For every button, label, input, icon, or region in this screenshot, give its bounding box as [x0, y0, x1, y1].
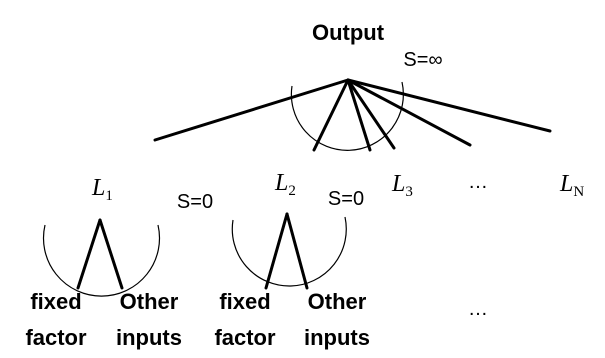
edge-l1-fixed [76, 218, 102, 290]
leaf-l1-other-line1: Other [120, 289, 179, 314]
root-s-label: S=∞ [403, 49, 442, 71]
leaf-l2-other-line1: Other [308, 289, 367, 314]
edge-root-ellipsis [346, 78, 472, 147]
edge-l2-other [285, 212, 309, 290]
root-label: Output [312, 20, 385, 45]
l2-s-label: S=0 [328, 188, 364, 210]
edge-l2-fixed [264, 212, 289, 290]
subtree-l2 [231, 212, 347, 290]
node-ellipsis: … [468, 171, 488, 193]
edge-root-l3 [346, 78, 396, 150]
subtree-l1 [42, 218, 161, 297]
leaf-l1-other-line2: inputs [116, 325, 182, 350]
leaf-l2-fixed-line2: factor [214, 325, 276, 350]
node-l1: L1 [91, 175, 113, 204]
root-s-arc [290, 81, 404, 151]
edge-root-ln [346, 78, 552, 133]
bottom-ellipsis: … [468, 298, 488, 320]
leaf-l2-fixed-line1: fixed [219, 289, 270, 314]
leaf-l1-fixed-line2: factor [25, 325, 87, 350]
l2-s-arc [231, 216, 347, 287]
l1-s-label: S=0 [177, 191, 213, 213]
leaf-l2-other-line2: inputs [304, 325, 370, 350]
node-l2: L2 [274, 170, 296, 199]
node-ln: LN [559, 171, 584, 200]
edge-root-inner [346, 78, 372, 152]
node-l3: L3 [391, 171, 413, 200]
edge-l1-other [98, 218, 124, 290]
edge-root-l1 [153, 78, 350, 142]
edge-root-l2 [312, 78, 350, 152]
l1-s-arc [42, 224, 161, 297]
root-edges [153, 78, 552, 152]
leaf-l1-fixed-line1: fixed [30, 289, 81, 314]
